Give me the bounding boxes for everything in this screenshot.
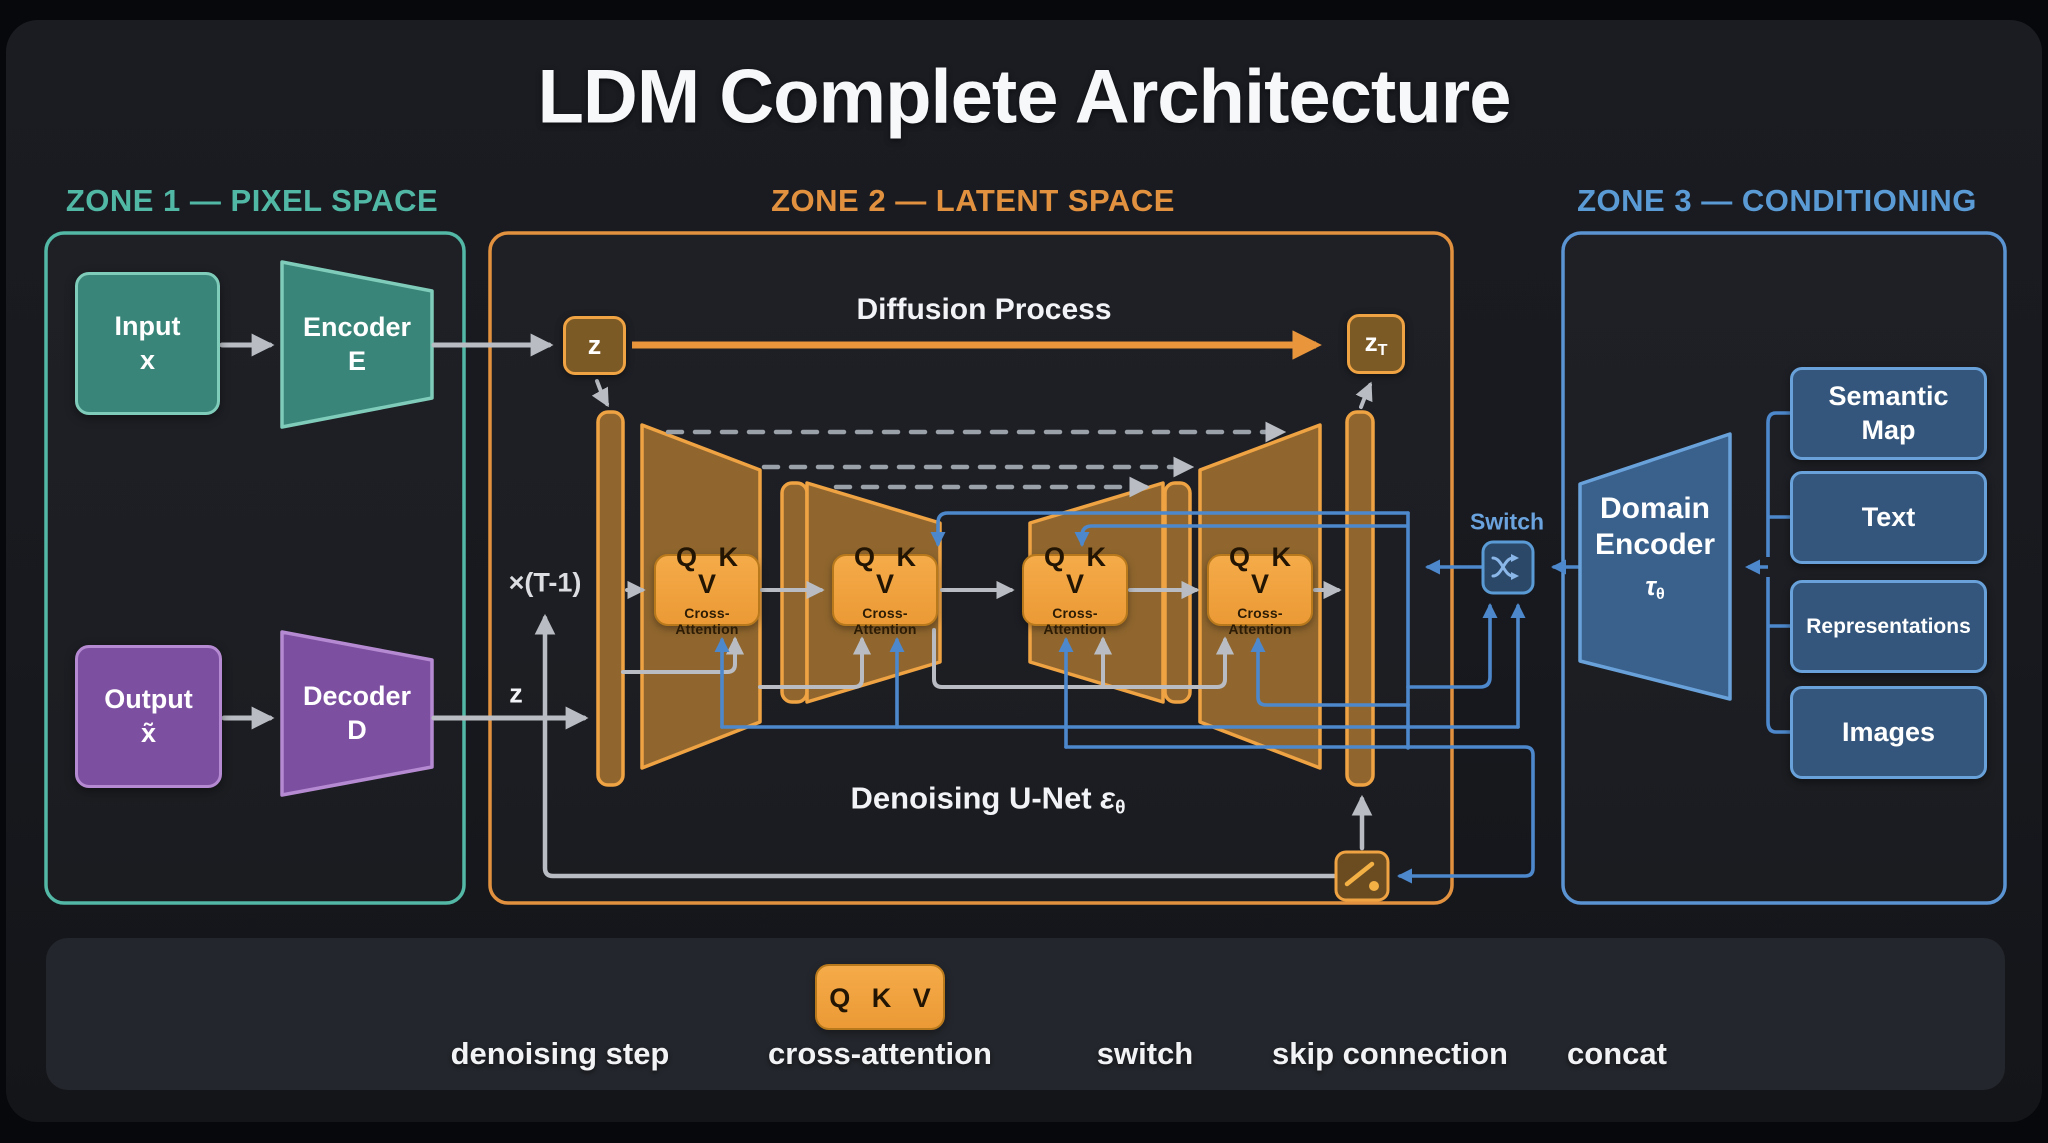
diffusion-process-label: Diffusion Process (856, 293, 1112, 326)
legend-switch-label: switch (1096, 1036, 1194, 1071)
unet-label: Denoising U-Net εθ (850, 780, 1126, 819)
legend-concat-label: concat (1567, 1036, 1667, 1071)
unet-to-zt-arrow (1355, 381, 1373, 409)
domain-encoder-trapezoid (1578, 432, 1732, 701)
zone3-label: ZONE 3 — CONDITIONING (1577, 183, 1977, 218)
legend-panel (46, 938, 2005, 1090)
switch-node (1481, 540, 1535, 595)
gray-flow-lines (219, 333, 1373, 879)
skip-connections (665, 421, 1287, 498)
condition-semantic-map: Semantic Map (1790, 367, 1987, 460)
encoder-trapezoid (280, 260, 434, 429)
decoder-label: Decoder D (302, 680, 412, 745)
cond-switch-b1 (1406, 602, 1498, 689)
cross-attention-block-4: Q K V Cross-Attention (1207, 543, 1313, 637)
zone2-label: ZONE 2 — LATENT SPACE (771, 183, 1175, 218)
iteration-count-label: ×(T-1) (508, 567, 582, 598)
cross-attention-block-2: Q K V Cross-Attention (832, 543, 938, 637)
zt-box: zT (1347, 314, 1405, 374)
encoder-label: Encoder E (302, 311, 412, 376)
concat-node (1334, 850, 1390, 902)
switch-label: Switch (1469, 508, 1545, 535)
zone1-frame (44, 231, 466, 905)
cross-attention-block-1: Q K V Cross-Attention (654, 543, 760, 637)
cond-top-qkv2 (930, 511, 1410, 548)
decoder-trapezoid (280, 630, 434, 797)
legend-denoising-step-label: denoising step (450, 1036, 670, 1071)
z-box: z (563, 316, 626, 375)
conditioning-lines (714, 511, 1582, 884)
unet-shapes (596, 410, 1375, 787)
domain-encoder-label: Domain Encoder τθ (1594, 491, 1716, 603)
cross-attention-block-3: Q K V Cross-Attention (1022, 543, 1128, 637)
cond-top-qkv3 (1074, 524, 1408, 548)
condition-images: Images (1790, 686, 1987, 779)
z-line-label: z (509, 678, 523, 709)
concat-lever-icon (1344, 861, 1375, 887)
condition-representations: Representations (1790, 580, 1987, 673)
unet-bar-3 (1163, 481, 1192, 704)
condition-text: Text (1790, 471, 1987, 564)
output-label: Output (104, 683, 193, 714)
input-box: Input x (75, 272, 220, 415)
page-title: LDM Complete Architecture (537, 54, 1512, 140)
legend-qkv-icon: Q K V (815, 964, 945, 1030)
legend-cross-attention-label: cross-attention (768, 1036, 992, 1071)
cond-under-h3 (1064, 745, 1535, 884)
unet-output-bar (1345, 410, 1375, 787)
unet-bar-2 (780, 481, 809, 704)
unet-input-bar (596, 410, 625, 787)
input-label: Input (114, 310, 181, 341)
zone1-label: ZONE 1 — PIXEL SPACE (65, 183, 439, 218)
under-skip-2 (758, 636, 872, 689)
legend-skip-connection-label: skip connection (1272, 1036, 1508, 1071)
under-skip-1 (621, 636, 745, 674)
output-box: Output x̃ (75, 645, 222, 788)
cond-under-qkv4 (1250, 636, 1410, 707)
z-to-unet-arrow (591, 379, 609, 408)
shuffle-icon (1491, 554, 1519, 580)
under-skip-3 (932, 628, 1235, 689)
recurrence-loop-line (534, 613, 1337, 879)
conditioning-bracket (1744, 411, 1790, 734)
